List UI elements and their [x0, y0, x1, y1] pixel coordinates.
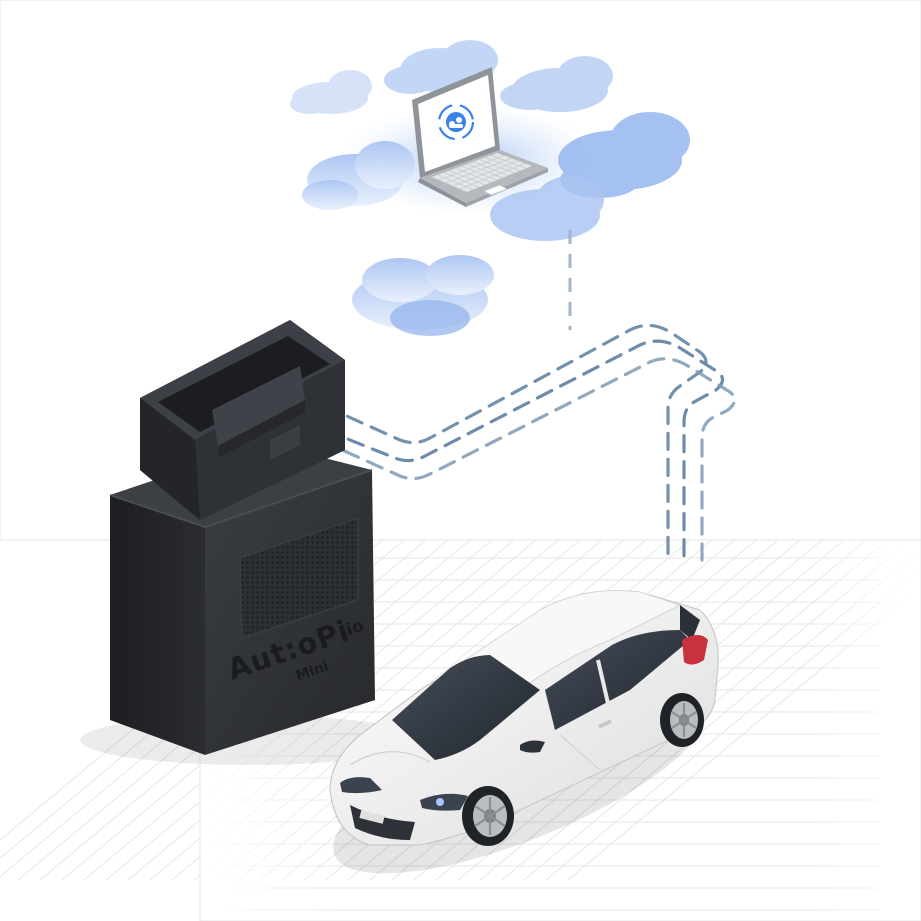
cloud-shape — [384, 40, 498, 94]
keyboard-col — [449, 170, 485, 186]
cloud-shape — [490, 176, 604, 241]
cloud-cluster — [290, 40, 690, 336]
keyboard-col — [437, 174, 474, 191]
signal-paths — [298, 323, 737, 562]
sync-cloud-logo-icon — [437, 103, 475, 141]
cloud-shape — [558, 112, 690, 198]
keyboard-col — [473, 161, 509, 176]
white-hatchback-car — [329, 590, 719, 874]
keyboard-row — [459, 163, 526, 190]
front-wheel — [462, 786, 514, 846]
keyboard-row — [445, 157, 512, 184]
autopi-mini-device: Aut:oPi .io Mini — [80, 320, 420, 765]
keyboard-row — [438, 155, 505, 181]
keyboard-col — [485, 156, 521, 172]
keyboard-col — [490, 154, 527, 169]
rear-wheel — [660, 693, 704, 747]
keyboard-col — [455, 167, 491, 183]
cloud-shape — [290, 70, 372, 114]
laptop — [412, 67, 548, 207]
keyboard-col — [443, 172, 479, 188]
keyboard-col — [467, 163, 503, 179]
cloud-shape — [390, 300, 470, 336]
keyboard-col — [479, 159, 515, 174]
keyboard-col — [461, 165, 497, 181]
cloud-shape — [500, 56, 613, 112]
cloud-shape — [302, 141, 415, 210]
keyboard-row — [452, 160, 519, 187]
